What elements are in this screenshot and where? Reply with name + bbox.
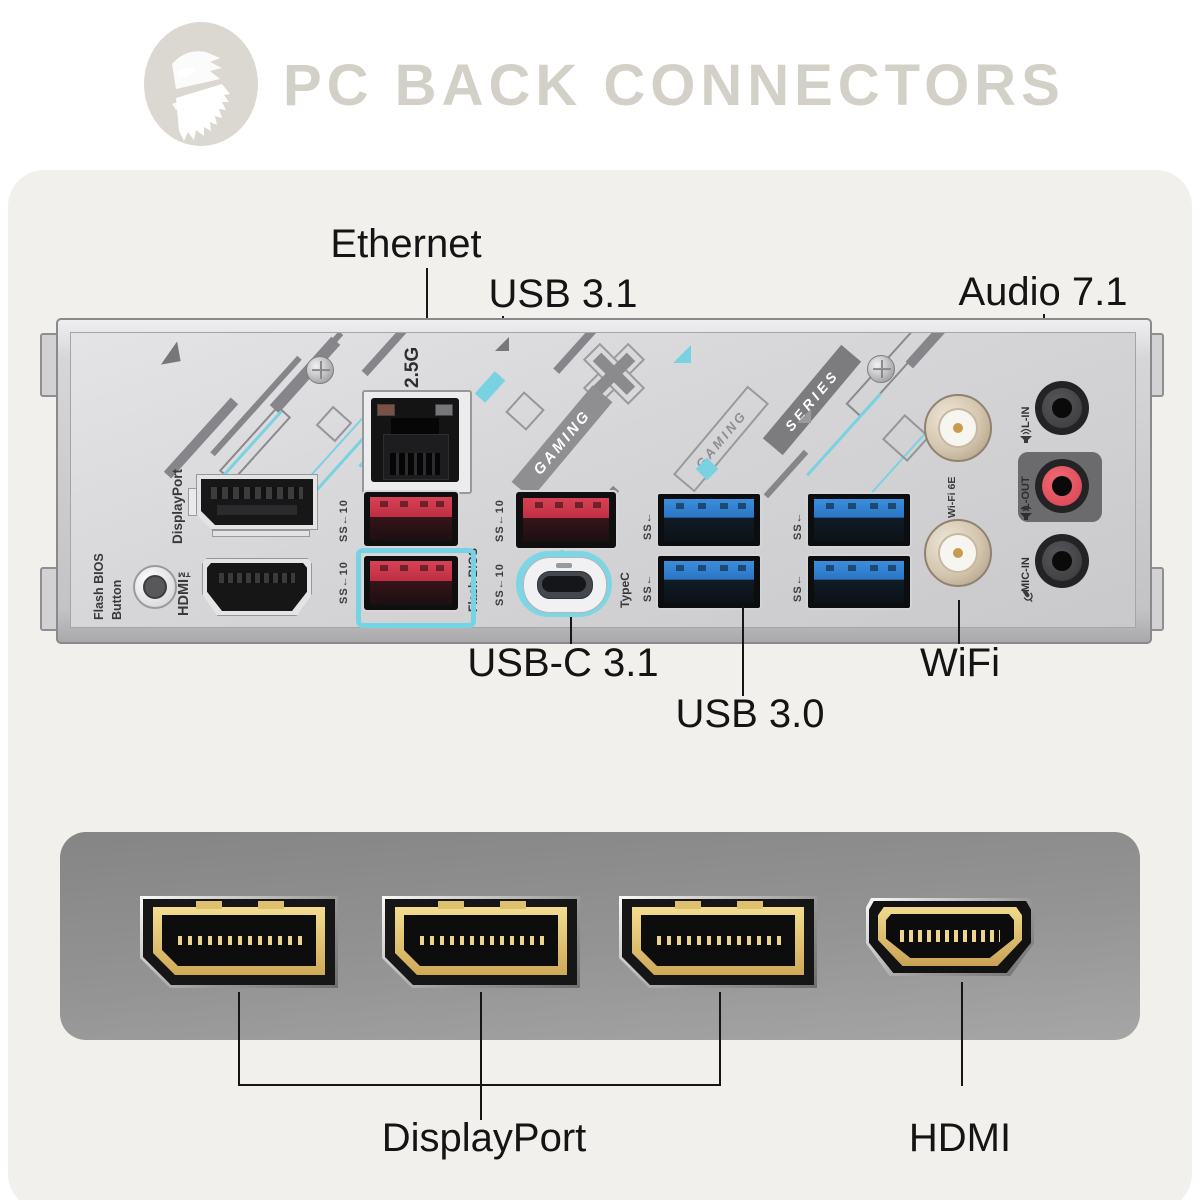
usbc-port-ring xyxy=(516,551,612,617)
mic-in-jack xyxy=(1035,534,1089,588)
decor-triangle xyxy=(157,341,181,365)
line-in-jack xyxy=(1035,381,1089,435)
usb30-port-4 xyxy=(808,556,910,608)
ethernet-port xyxy=(362,390,472,494)
mic-in-label: MIC-IN xyxy=(1020,557,1032,592)
decor-outline-square xyxy=(505,391,545,431)
gpu-hdmi xyxy=(866,898,1034,976)
callout-usbc31: USB-C 3.1 xyxy=(467,641,659,685)
callout-ethernet: Ethernet xyxy=(330,222,482,266)
microphone-icon xyxy=(1023,589,1033,603)
decor-cyan-block xyxy=(474,371,506,403)
usb31-badge-icon: SS←10 xyxy=(338,499,350,542)
screw-icon xyxy=(867,355,895,383)
usb31-badge-icon: SS←10 xyxy=(494,563,506,606)
decor-outline-square xyxy=(881,413,931,463)
usb30-port-3 xyxy=(808,494,910,546)
decor-triangle xyxy=(495,337,509,351)
callout-line-dp-bracket xyxy=(238,1084,721,1086)
callout-usb31: USB 3.1 xyxy=(488,272,638,316)
speaker-icon xyxy=(1020,505,1032,520)
callout-hdmi: HDMI xyxy=(908,1116,1012,1160)
usb30-badge-icon: SS← xyxy=(642,511,654,540)
screw-icon xyxy=(306,356,334,384)
series-ribbon: SERIES xyxy=(762,344,862,456)
usb30-port-2 xyxy=(658,556,760,608)
wifi-6e-label: Wi-Fi 6E xyxy=(946,476,958,518)
speaker-icon xyxy=(1020,428,1032,443)
usb31-badge-icon: SS←10 xyxy=(338,561,350,604)
usb31-port-3 xyxy=(516,492,616,548)
gpu-displayport-2 xyxy=(382,896,580,988)
mobo-displayport xyxy=(196,474,318,530)
line-out-jack xyxy=(1035,459,1089,513)
ethernet-speed-label: 2.5G xyxy=(402,346,423,388)
wifi-antenna-pin-1 xyxy=(953,423,963,433)
wifi-antenna-connector-2 xyxy=(924,519,992,587)
usb31-flashbios-port-ring xyxy=(356,548,476,628)
trex-logo xyxy=(144,22,258,146)
usb31-port-1 xyxy=(364,492,458,546)
usb30-port-1 xyxy=(658,494,760,546)
callout-usb30: USB 3.0 xyxy=(675,692,825,736)
gpu-displayport-1 xyxy=(140,896,338,988)
flash-bios-button-label-2: Button xyxy=(110,579,124,620)
callout-line-dp3 xyxy=(719,992,721,1086)
wifi-antenna-inner-1 xyxy=(938,408,978,448)
callout-line-dp2 xyxy=(480,992,482,1120)
usb30-badge-icon: SS← xyxy=(792,511,804,540)
typec-label: TypeC xyxy=(618,572,632,608)
usb30-badge-icon: SS← xyxy=(792,573,804,602)
usb31-badge-icon: SS←10 xyxy=(494,499,506,542)
usb30-badge-icon: SS← xyxy=(642,573,654,602)
mobo-hdmi xyxy=(202,558,312,616)
flash-bios-button-label-1: Flash BIOS xyxy=(92,553,106,620)
flash-bios-button-core xyxy=(143,575,167,599)
gaming-text: GAMING xyxy=(529,406,595,478)
gaming-outline-text: GAMING xyxy=(692,406,750,472)
callout-displayport: DisplayPort xyxy=(381,1116,587,1160)
decor-outline-bar xyxy=(218,405,292,483)
callout-line-hdmi xyxy=(961,982,963,1086)
callout-wifi: WiFi xyxy=(920,641,1000,685)
page-title: PC BACK CONNECTORS xyxy=(283,53,1065,118)
wifi-antenna-pin-2 xyxy=(953,548,963,558)
callout-line-usb30 xyxy=(742,606,744,696)
dp-bracket-bottom xyxy=(212,530,310,537)
callout-audio71: Audio 7.1 xyxy=(958,270,1128,314)
decor-bar xyxy=(763,449,809,499)
decor-triangle xyxy=(797,409,811,423)
displayport-port-label: DisplayPort xyxy=(170,468,185,544)
line-in-label: L-IN xyxy=(1020,406,1032,428)
callout-line-dp1 xyxy=(238,992,240,1086)
usb31-port-2 xyxy=(364,556,458,610)
series-text: SERIES xyxy=(781,365,843,435)
callout-line-wifi xyxy=(958,600,960,644)
callout-line-usbc31 xyxy=(570,617,572,644)
gaming-outline-ribbon: GAMING xyxy=(672,385,770,493)
line-out-label: L-OUT xyxy=(1020,476,1032,510)
gpu-displayport-3 xyxy=(619,896,817,988)
decor-cyan-triangle xyxy=(673,345,691,363)
hdmi-port-label: HDMI™ xyxy=(176,562,192,616)
